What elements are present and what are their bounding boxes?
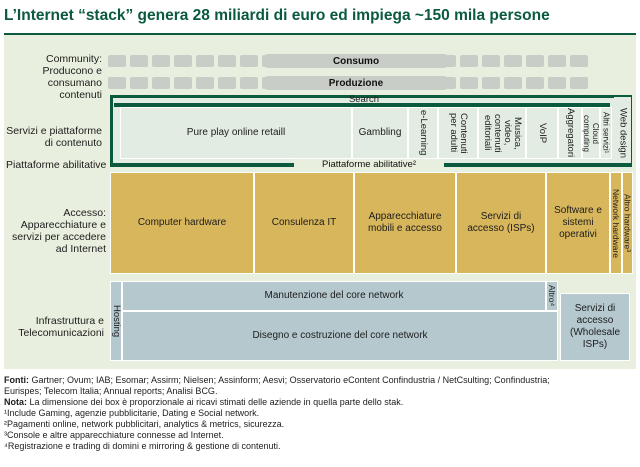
access-computer-hardware: Computer hardware: [110, 172, 254, 274]
access-software: Software e sistemi operativi: [546, 172, 610, 274]
infra-hosting: Hosting: [110, 281, 122, 361]
page-title: L’Internet “stack” genera 28 miliardi di…: [4, 7, 550, 24]
service-gambling: Gambling: [352, 107, 408, 159]
infra-manutenzione: Manutenzione del core network: [122, 281, 546, 311]
fonti-line-2: Eurispes; Telecom Italia; Annual reports…: [4, 386, 218, 396]
service-musica: Musica, video, contenuti editoriali: [478, 107, 526, 159]
search-label: Search: [348, 94, 380, 105]
consumo-band: Consumo: [266, 54, 446, 68]
row-label-community: Community: Producono e consumano contenu…: [42, 53, 102, 101]
nota-label: Nota:: [4, 397, 27, 407]
footnote-4: ⁴Registrazione e trading di domini e mir…: [4, 441, 281, 451]
stack-diagram: Community: Producono e consumano contenu…: [4, 33, 636, 369]
footnote-1: ¹Include Gaming, agenzie pubblicitarie, …: [4, 408, 260, 418]
service-aggregatori: Aggregatori: [558, 107, 582, 159]
service-cloud: Cloud computing: [582, 107, 600, 159]
infra-disegno: Disegno e costruzione del core network: [122, 311, 558, 361]
service-contenuti-adulti: Contenuti per adulti: [438, 107, 478, 159]
access-altro-hardware: Altro hardware³: [622, 172, 633, 274]
row-label-servizi: Servizi e piattaforme di contenuto: [6, 125, 102, 149]
nota-text: La dimensione dei box è proporzionale ai…: [29, 397, 404, 407]
fonti-text: Gartner; Ovum; IAB; Esomar; Assirm; Niel…: [31, 375, 550, 385]
row-label-infrastruttura: Infrastruttura e Telecomunicazioni: [18, 315, 104, 339]
row-label-piattaforme: Piattaforme abilitative: [6, 159, 107, 171]
produzione-band: Produzione: [266, 76, 446, 90]
service-pure-play: Pure play online retaill: [120, 107, 352, 159]
infra-wholesale: Servizi di accesso (Wholesale ISPs): [560, 293, 630, 361]
access-isp: Servizi di accesso (ISPs): [456, 172, 546, 274]
nota-line: Nota: La dimensione dei box è proporzion…: [4, 397, 636, 408]
search-bar: [114, 103, 610, 107]
fonti-label: Fonti:: [4, 375, 29, 385]
service-elearning: e-Learning: [408, 107, 438, 159]
access-consulenza: Consulenza IT: [254, 172, 354, 274]
footnote-3: ³Console e altre apparecchiature conness…: [4, 430, 224, 440]
piattaforme-bar-label: Piattaforme abilitative²: [294, 159, 444, 170]
service-voip: VoIP: [526, 107, 558, 159]
infra-altro: Altro⁴: [546, 281, 558, 311]
footnote-2: ²Pagamenti online, network pubblicitari,…: [4, 419, 285, 429]
footnotes: Fonti: Gartner; Ovum; IAB; Esomar; Assir…: [4, 375, 636, 452]
row-label-accesso: Accesso: Apparecchiature e servizi per a…: [12, 207, 106, 255]
service-altri: Altri servizi¹: [600, 107, 612, 159]
web-design-box: Web design: [614, 97, 631, 169]
fonti-line-1: Fonti: Gartner; Ovum; IAB; Esomar; Assir…: [4, 375, 636, 386]
access-mobili: Apparecchiature mobili e accesso: [354, 172, 456, 274]
access-network-hardware: Network hardware: [610, 172, 622, 274]
